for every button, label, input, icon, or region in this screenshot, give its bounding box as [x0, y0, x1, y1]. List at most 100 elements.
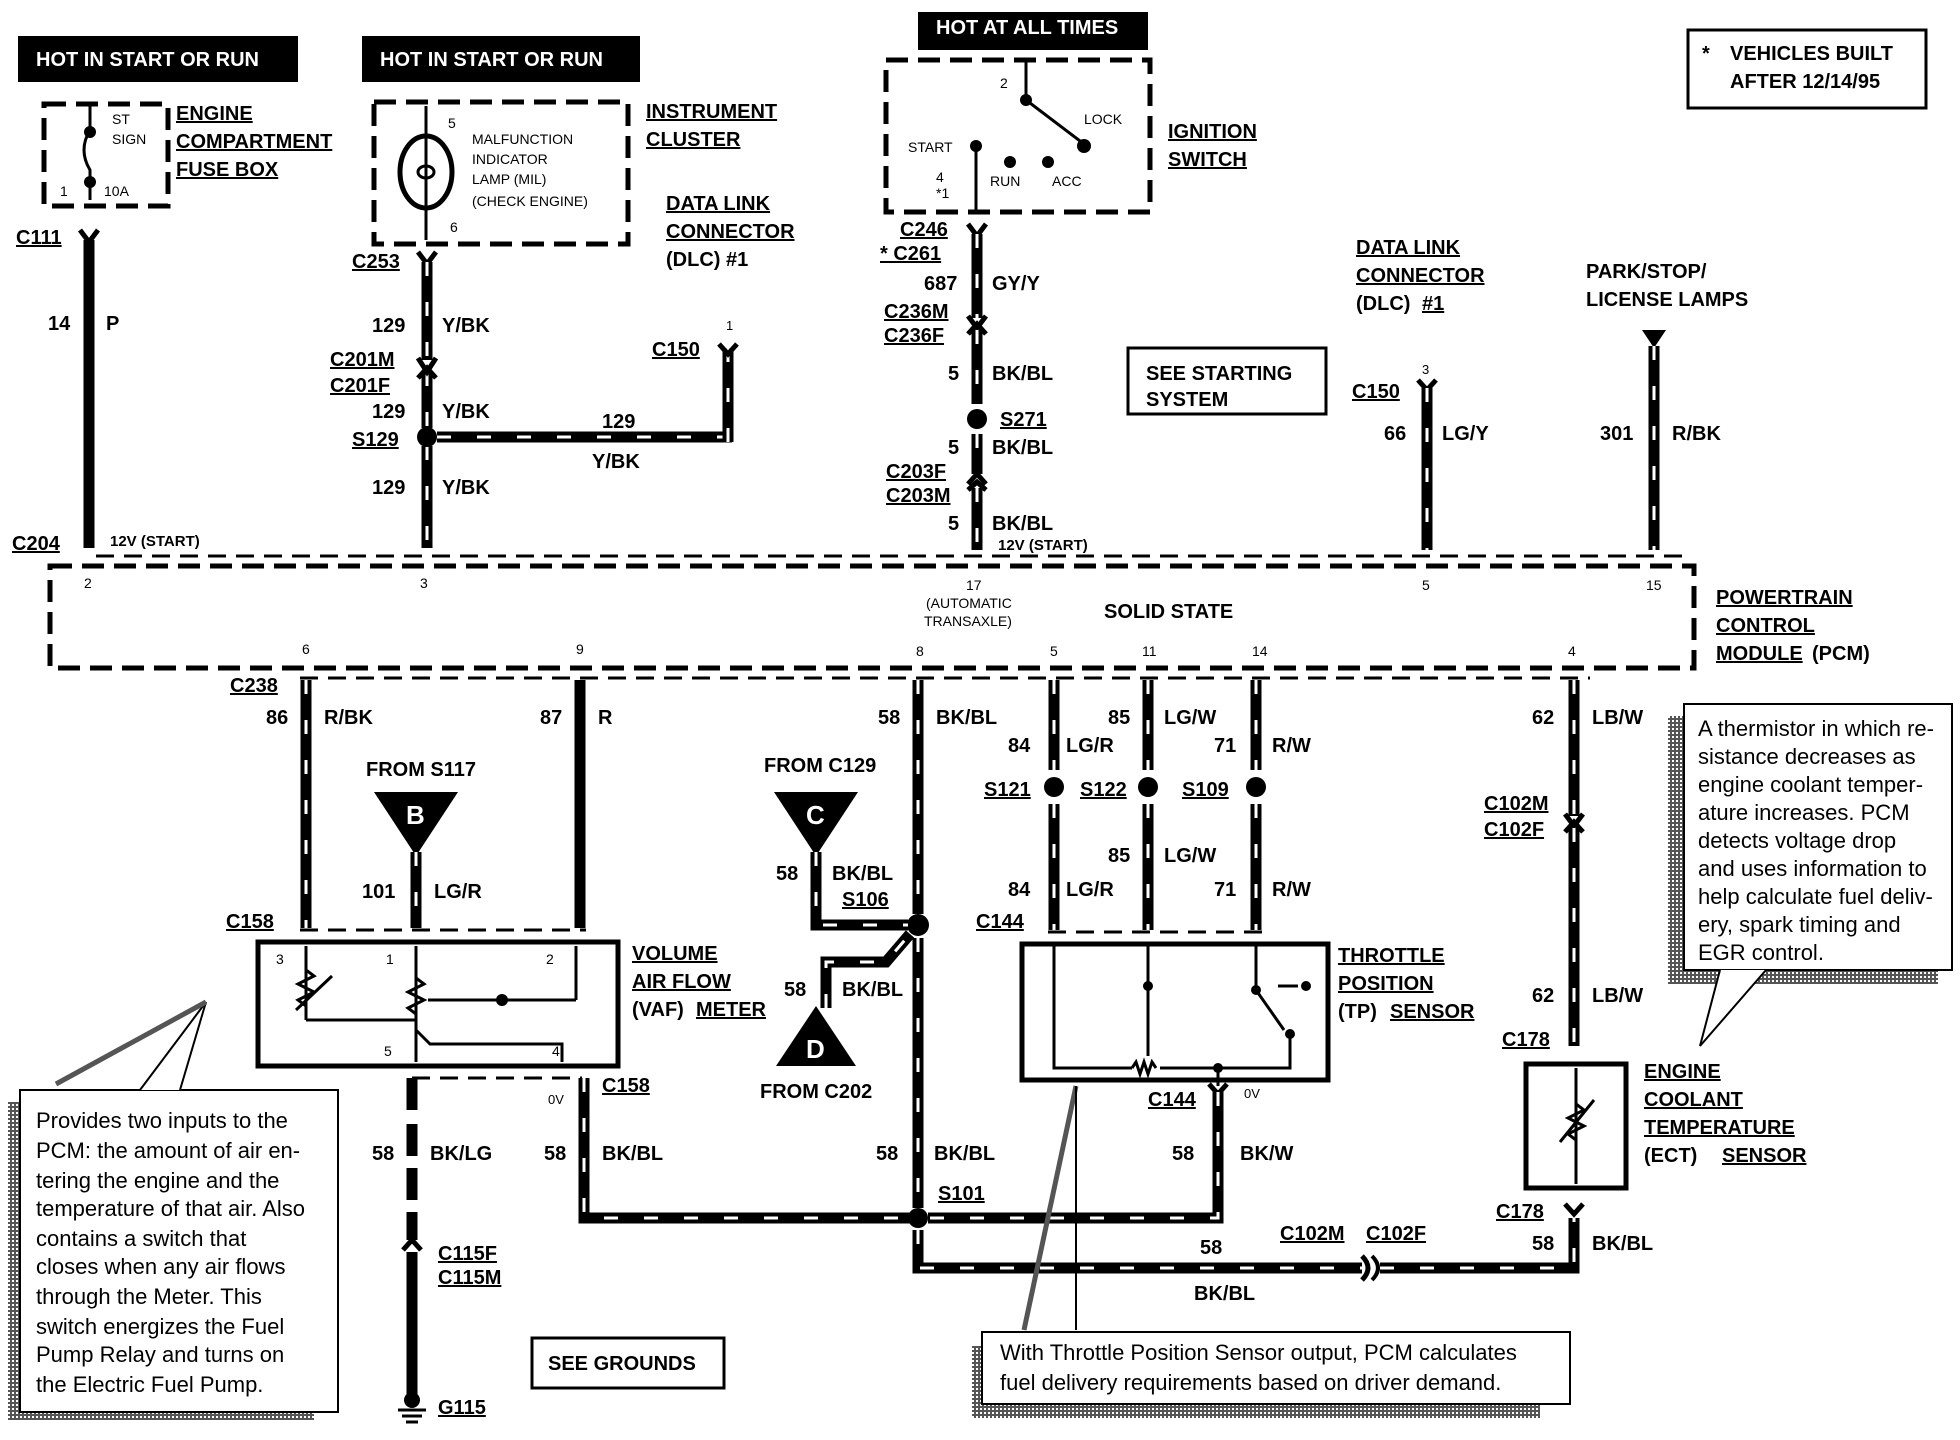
label-tp_sensor-name_lines-0: THROTTLE [1338, 945, 1445, 967]
label-pcm-name_lines-1: CONTROL [1716, 615, 1815, 637]
label-references-b-label[interactable]: FROM S117 [366, 759, 476, 781]
label-ignition_switch-positions-2: ACC [1052, 173, 1082, 189]
label-tp_sensor-voltage: 0V [1244, 1086, 1260, 1101]
label-power_labels-left: HOT IN START OR RUN [36, 49, 259, 71]
label-dlc_left-pin: 1 [726, 318, 733, 333]
label-vaf_meter-pins-0: 3 [276, 951, 284, 967]
label-pcm-top_pins-2: 17 [966, 577, 982, 593]
label-notes-vaf-4: contains a switch that [36, 1226, 246, 1251]
wire-58-from-d [820, 930, 915, 1008]
see-grounds-box[interactable]: SEE GROUNDS [530, 1336, 726, 1390]
splice-s101: S101 [938, 1183, 985, 1205]
label-references-b-letter[interactable]: B [406, 800, 425, 830]
label-wires-23-circuit: 62 [1532, 707, 1554, 729]
label-wires-3-color: Y/BK [442, 477, 490, 499]
connector-c102f-right: C102F [1484, 819, 1544, 841]
connector-c102m-bottom: C102M [1280, 1223, 1344, 1245]
label-notes-vaf-2: tering the engine and the [36, 1168, 279, 1193]
connector-c102f-bottom: C102F [1366, 1223, 1426, 1245]
label-wires-16-color: BK/BL [842, 979, 903, 1001]
see-starting-system-box[interactable]: SEE STARTING SYSTEM [1126, 346, 1328, 416]
label-notes-ect-6: help calculate fuel deliv- [1698, 884, 1933, 909]
label-fuse_box-fuse_name_line2: SIGN [112, 131, 146, 147]
connector-c203f: C203F [886, 461, 946, 483]
label-wires-5-circuit: 687 [924, 273, 957, 295]
wire-58-bk-w [928, 1082, 1229, 1224]
label-dlc_left-name_lines-0: DATA LINK [666, 193, 771, 215]
label-park_lamps-line1: PARK/STOP/ [1586, 261, 1707, 283]
label-vaf_meter-pins-1: 1 [386, 951, 394, 967]
label-wires-13-color: LG/R [434, 881, 482, 903]
mil-label-2: INDICATOR [472, 151, 548, 167]
label-ect_sensor-line4_a: (ECT) [1644, 1145, 1697, 1167]
mil-label-1: MALFUNCTION [472, 131, 573, 147]
label-dlc_left-name_lines-1: CONNECTOR [666, 221, 795, 243]
label-wires-9-color: LG/Y [1442, 423, 1489, 445]
label-see_starting-line2[interactable]: SYSTEM [1146, 389, 1228, 411]
label-wires-3-circuit: 129 [372, 477, 405, 499]
label-ignition_switch-pin_bottom: 4 [936, 169, 944, 185]
reference-c-from-c129[interactable]: FROM C129 C [764, 755, 876, 856]
label-references-d-letter[interactable]: D [806, 1034, 825, 1064]
label-notes-vaf-7: switch energizes the Fuel [36, 1314, 284, 1339]
label-tp_sensor-name_lines-1: POSITION [1338, 973, 1434, 995]
wire-687-5 [966, 234, 988, 550]
connector-c111: C111 [16, 227, 62, 249]
label-notes-ect-3: ature increases. PCM [1698, 800, 1910, 825]
label-notes-vaf-3: temperature of that air. Also [36, 1196, 305, 1221]
label-wires-30-color: BK/BL [1592, 1233, 1653, 1255]
label-wires-24-color: LB/W [1592, 985, 1643, 1007]
label-pcm-top_pins-1: 3 [420, 575, 428, 591]
reference-b-from-s117[interactable]: FROM S117 B [366, 759, 476, 856]
label-notes-vaf-1: PCM: the amount of air en- [36, 1138, 300, 1163]
label-see_starting-line1[interactable]: SEE STARTING [1146, 363, 1292, 385]
label-references-d-label[interactable]: FROM C202 [760, 1081, 872, 1103]
label-wires-15-circuit: 58 [776, 863, 798, 885]
footnote-box: * VEHICLES BUILT AFTER 12/14/95 [1686, 28, 1928, 110]
label-wires-8-circuit: 5 [948, 513, 959, 535]
connector-c158-top: C158 [226, 911, 274, 933]
label-wires-9-circuit: 66 [1384, 423, 1406, 445]
label-wires-28-circuit: 58 [1172, 1143, 1194, 1165]
label-notes-vaf-9: the Electric Fuel Pump. [36, 1372, 263, 1397]
label-vaf_meter-line3_b: METER [696, 999, 767, 1021]
label-wires-28-color: BK/W [1240, 1143, 1293, 1165]
label-pcm-bottom_pins-6: 4 [1568, 643, 1576, 659]
power-label-right: HOT AT ALL TIMES [918, 12, 1148, 50]
label-wires-17-circuit: 84 [1008, 735, 1031, 757]
label-wires-8-color: BK/BL [992, 513, 1053, 535]
label-wires-27-color: BK/BL [934, 1143, 995, 1165]
label-dlc_right-name_lines-1: CONNECTOR [1356, 265, 1485, 287]
vaf-meter: 3 1 2 5 4 VOLUME AIR FLOW (VAF) METER [255, 939, 767, 1069]
label-ect_sensor-name_lines-0: ENGINE [1644, 1061, 1721, 1083]
label-notes-vaf-6: through the Meter. This [36, 1284, 262, 1309]
label-fuse_box-rating: 10A [104, 183, 130, 199]
label-ignition_switch-positions-3: LOCK [1084, 111, 1123, 127]
splice-s122: S122 [1080, 779, 1127, 801]
reference-d-from-c202[interactable]: D FROM C202 [760, 1006, 872, 1103]
label-ignition_switch-positions-0: START [908, 139, 953, 155]
label-wires-26-circuit: 58 [544, 1143, 566, 1165]
label-notes-vaf-5: closes when any air flows [36, 1254, 285, 1279]
label-wires-21-circuit: 71 [1214, 735, 1236, 757]
label-pcm-top_pins-3: 5 [1422, 577, 1430, 593]
connector-c150-right: C150 [1352, 381, 1400, 403]
label-wires-10-circuit: 301 [1600, 423, 1633, 445]
label-notes-tp-1: fuel delivery requirements based on driv… [1000, 1370, 1501, 1395]
label-references-c-letter[interactable]: C [806, 800, 825, 830]
label-wires-24-circuit: 62 [1532, 985, 1554, 1007]
label-wires-14-color: BK/BL [936, 707, 997, 729]
connector-c261: * C261 [880, 243, 941, 265]
label-vaf_meter-pins-3: 5 [384, 1043, 392, 1059]
tp-sensor: THROTTLE POSITION (TP) SENSOR [1019, 941, 1475, 1086]
power-label-middle: HOT IN START OR RUN [362, 36, 640, 82]
label-references-c-label[interactable]: FROM C129 [764, 755, 876, 777]
label-footnote-asterisk: * [1702, 43, 1710, 65]
connector-c204: C204 [12, 533, 61, 555]
label-see_grounds[interactable]: SEE GROUNDS [548, 1353, 696, 1375]
ect-note-callout: A thermistor in which re- sistance decre… [1668, 703, 1953, 1047]
connector-c246: C246 [900, 219, 948, 241]
label-wires-12-circuit: 87 [540, 707, 562, 729]
label-wires-7-circuit: 5 [948, 437, 959, 459]
instrument-cluster: 5 6 MALFUNCTION INDICATOR LAMP (MIL) (CH… [371, 99, 777, 247]
